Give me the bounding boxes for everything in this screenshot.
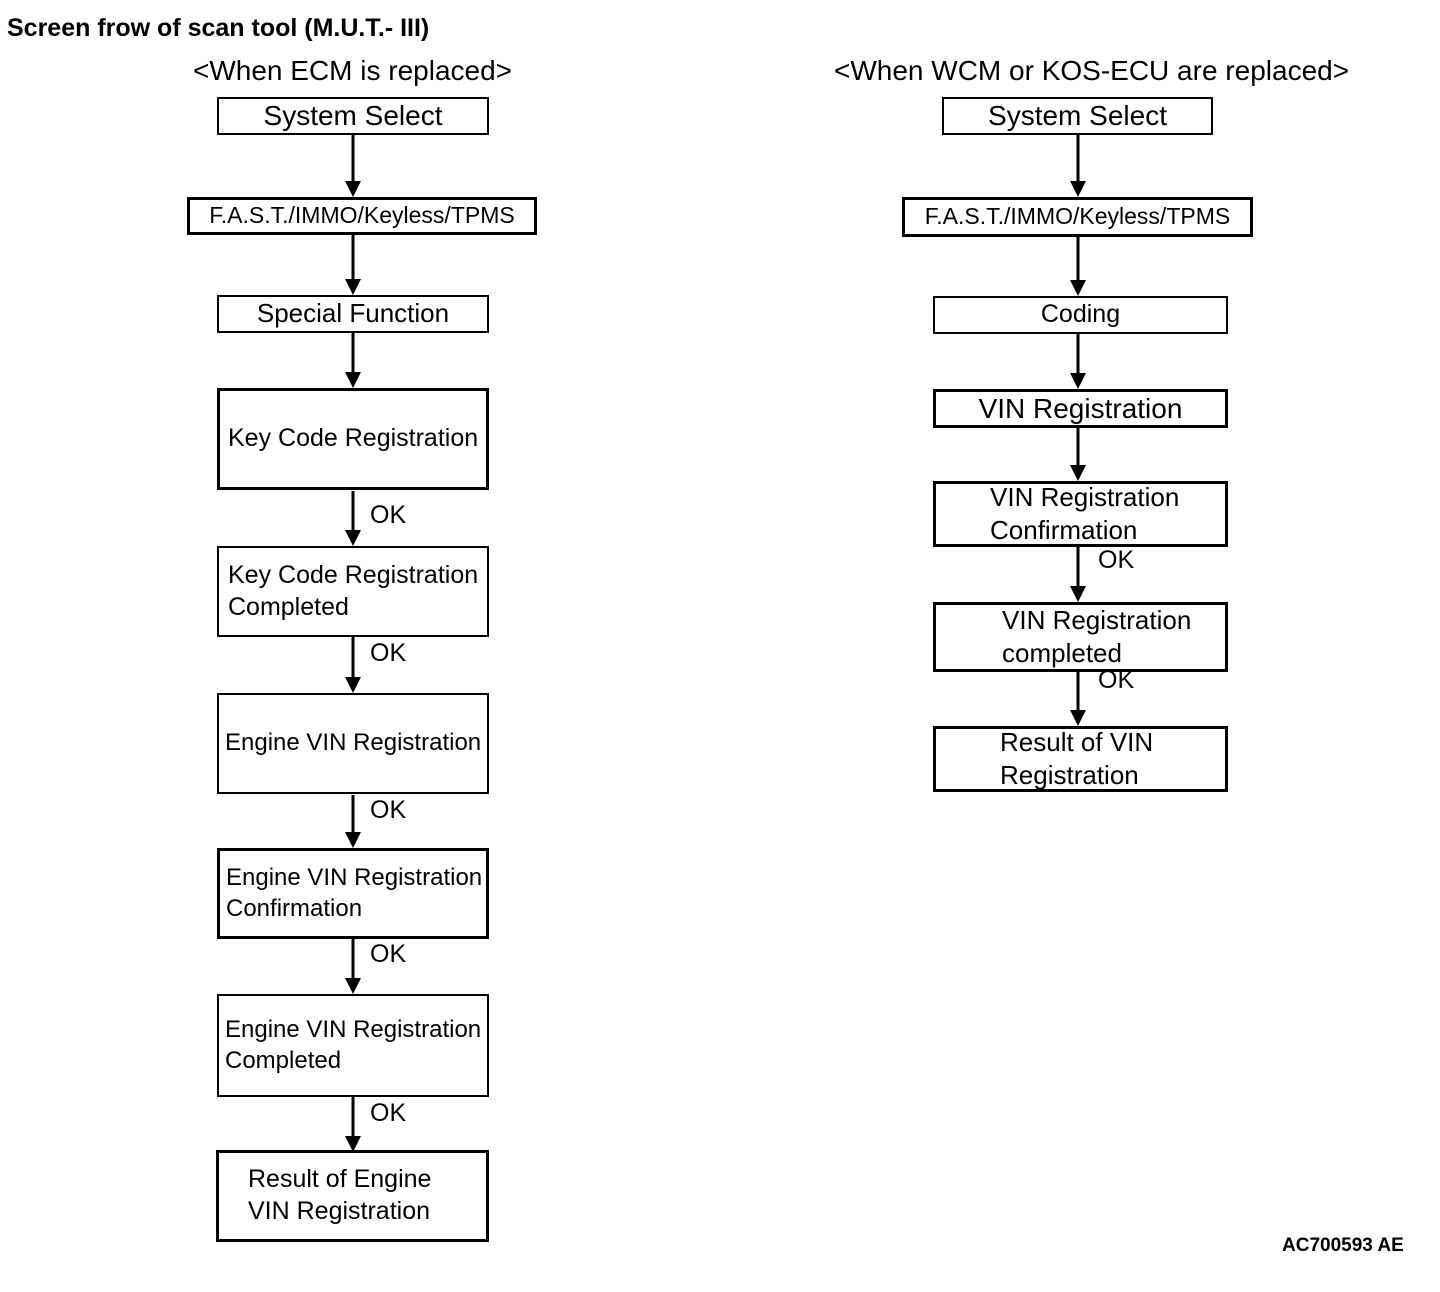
edge-label-ok: OK <box>370 796 407 824</box>
arrow-shaft <box>1076 672 1080 711</box>
arrow-head-icon <box>345 279 361 295</box>
flow-arrow-down <box>1070 135 1086 197</box>
figure-code: AC700593 AE <box>1282 1235 1404 1256</box>
node-ecm-special-function: Special Function <box>217 295 489 333</box>
node-wcm-system-select: System Select <box>942 97 1213 135</box>
arrow-shaft <box>351 333 355 373</box>
edge-label-ok: OK <box>370 940 407 968</box>
arrow-shaft <box>1076 428 1080 466</box>
flow-arrow-down <box>345 333 361 388</box>
flow-arrow-down <box>1070 334 1086 389</box>
flow-arrow-down <box>1070 547 1086 602</box>
node-wcm-vin-registration: VIN Registration <box>933 389 1228 428</box>
arrow-shaft <box>351 1097 355 1137</box>
flow-arrow-down <box>1070 672 1086 726</box>
arrow-head-icon <box>345 978 361 994</box>
flow-arrow-down <box>345 795 361 848</box>
node-wcm-result-of-vin-registration: Result of VIN Registration <box>933 726 1228 792</box>
arrow-shaft <box>1076 135 1080 182</box>
arrow-head-icon <box>345 677 361 693</box>
flow-arrow-down <box>345 135 361 197</box>
edge-label-ok: OK <box>370 501 407 529</box>
node-ecm-engine-vin-registration: Engine VIN Registration <box>217 693 489 794</box>
flow-arrow-down <box>1070 237 1086 296</box>
edge-label-ok: OK <box>370 639 407 667</box>
arrow-shaft <box>351 939 355 979</box>
node-ecm-key-code-registration-completed: Key Code Registration Completed <box>217 546 489 637</box>
arrow-shaft <box>351 637 355 678</box>
flow-arrow-down <box>1070 428 1086 481</box>
arrow-head-icon <box>345 1136 361 1152</box>
node-wcm-fast-immo-keyless-tpms: F.A.S.T./IMMO/Keyless/TPMS <box>902 197 1253 237</box>
arrow-shaft <box>1076 334 1080 374</box>
arrow-head-icon <box>345 832 361 848</box>
node-wcm-vin-registration-confirmation: VIN Registration Confirmation <box>933 481 1228 547</box>
arrow-shaft <box>351 235 355 280</box>
figure-title: Screen frow of scan tool (M.U.T.- III) <box>7 14 430 42</box>
edge-label-ok: OK <box>1098 666 1135 694</box>
flow-arrow-down <box>345 939 361 994</box>
edge-label-ok: OK <box>370 1099 407 1127</box>
arrow-shaft <box>351 491 355 531</box>
node-ecm-key-code-registration: Key Code Registration <box>217 388 489 490</box>
edge-label-ok: OK <box>1098 546 1135 574</box>
arrow-head-icon <box>1070 181 1086 197</box>
arrow-shaft <box>351 795 355 833</box>
node-ecm-system-select: System Select <box>217 97 489 135</box>
arrow-shaft <box>1076 237 1080 281</box>
node-wcm-coding: Coding <box>933 296 1228 334</box>
left-column-header: <When ECM is replaced> <box>193 55 513 86</box>
node-ecm-fast-immo-keyless-tpms: F.A.S.T./IMMO/Keyless/TPMS <box>187 197 537 235</box>
arrow-head-icon <box>345 530 361 546</box>
right-column-header: <When WCM or KOS-ECU are replaced> <box>834 55 1350 86</box>
flow-arrow-down <box>345 491 361 546</box>
node-ecm-result-of-engine-vin-registration: Result of Engine VIN Registration <box>216 1150 489 1242</box>
flow-arrow-down <box>345 235 361 295</box>
arrow-head-icon <box>345 372 361 388</box>
flow-arrow-down <box>345 1097 361 1152</box>
arrow-head-icon <box>1070 465 1086 481</box>
node-wcm-vin-registration-completed: VIN Registration completed <box>933 602 1228 672</box>
arrow-head-icon <box>1070 586 1086 602</box>
node-ecm-engine-vin-registration-confirmation: Engine VIN Registration Confirmation <box>217 848 489 939</box>
arrow-shaft <box>351 135 355 182</box>
arrow-head-icon <box>345 181 361 197</box>
arrow-head-icon <box>1070 280 1086 296</box>
arrow-head-icon <box>1070 710 1086 726</box>
arrow-shaft <box>1076 547 1080 587</box>
flow-arrow-down <box>345 637 361 693</box>
node-ecm-engine-vin-registration-completed: Engine VIN Registration Completed <box>217 994 489 1097</box>
arrow-head-icon <box>1070 373 1086 389</box>
